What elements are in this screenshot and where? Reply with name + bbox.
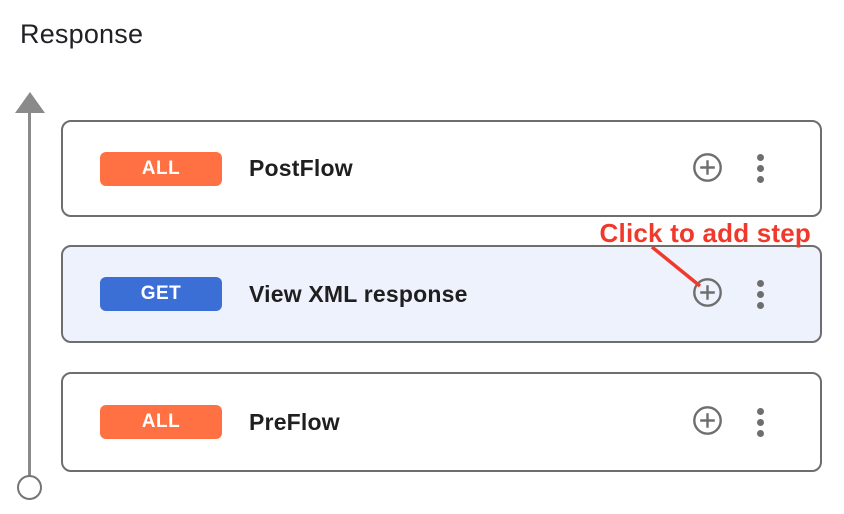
flow-card-view-xml-response[interactable]: GET View XML response (61, 245, 822, 343)
plus-circle-icon (692, 152, 723, 186)
more-options-button[interactable] (757, 154, 764, 183)
flow-card-postflow[interactable]: ALL PostFlow (61, 120, 822, 217)
flow-card-title: PreFlow (249, 408, 340, 435)
more-options-button[interactable] (757, 279, 764, 309)
flow-start-circle-icon (17, 475, 42, 500)
add-step-button[interactable] (692, 152, 723, 186)
flow-card-title: PostFlow (249, 155, 353, 181)
kebab-menu-icon (757, 154, 764, 183)
add-step-button[interactable] (692, 405, 723, 439)
verb-badge: GET (100, 277, 222, 311)
add-step-button[interactable] (692, 277, 723, 311)
flow-arrow-line (28, 108, 31, 478)
plus-circle-icon (692, 405, 723, 439)
flow-card-preflow[interactable]: ALL PreFlow (61, 372, 822, 472)
plus-circle-icon (692, 277, 723, 311)
kebab-menu-icon (757, 407, 764, 437)
flow-arrow-head-icon (15, 92, 45, 113)
flow-card-title: View XML response (249, 280, 468, 307)
verb-badge: ALL (100, 151, 222, 186)
more-options-button[interactable] (757, 407, 764, 437)
verb-badge: ALL (100, 405, 222, 439)
page-title: Response (20, 19, 144, 49)
annotation-text: Click to add step (599, 218, 811, 248)
kebab-menu-icon (757, 279, 764, 309)
